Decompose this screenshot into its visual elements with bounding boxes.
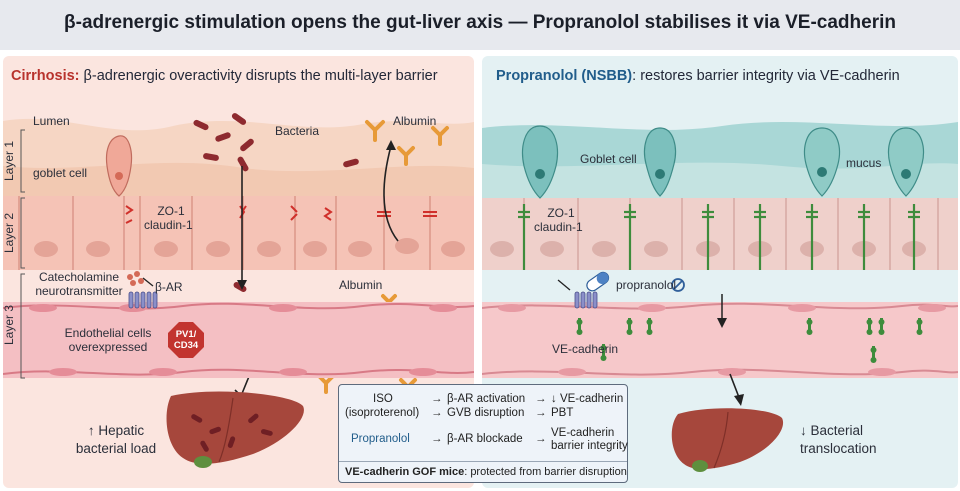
blocked-icon [671, 278, 685, 292]
prop-beta-ar-blockade: β-AR blockade [447, 433, 523, 445]
cirrhosis-illustration [3, 113, 474, 468]
iso-pbt: PBT [551, 407, 574, 419]
ve-cadherin-label: VE-cadherin [552, 342, 619, 356]
prop-barrier-integrity: barrier integrity [551, 440, 628, 452]
cirrhosis-heading-bold: Cirrhosis: [11, 68, 80, 84]
endothelial-label-1: Endothelial cells [64, 326, 152, 340]
pv1-cd34-label: PV1/CD34 [168, 322, 204, 358]
iso-ve-cadherin-down: ↓ VE-cadherin [551, 393, 624, 405]
cirrhosis-heading-rest: β-adrenergic overactivity disrupts the m… [79, 68, 438, 84]
propranolol-heading-bold: Propranolol (NSBB) [496, 68, 633, 84]
gallbladder [692, 460, 708, 472]
cd34-label: CD34 [173, 340, 199, 351]
beta-ar-receptor [128, 291, 158, 309]
diagram-title: β-adrenergic stimulation opens the gut-l… [64, 12, 896, 33]
epithelial-row [3, 196, 474, 270]
liver [166, 391, 304, 464]
beta-ar-label: β-AR [155, 280, 183, 294]
goblet-label: Goblet cell [580, 152, 637, 166]
iso-gvb-disruption: GVB disruption [447, 407, 525, 419]
catecholamine-label-1: Catecholamine [38, 270, 120, 284]
liver-lobe-line [218, 397, 234, 463]
catecholamine-label-2: neurotransmitter [35, 284, 123, 298]
cirrhosis-panel: Cirrhosis: β-adrenergic overactivity dis… [3, 56, 474, 488]
prop-arrow-1: → [431, 433, 443, 445]
cirrhosis-heading: Cirrhosis: β-adrenergic overactivity dis… [11, 68, 438, 84]
ve-cadherin-junctions [576, 318, 923, 363]
propranolol-heading-rest: : restores barrier integrity via VE-cadh… [632, 68, 900, 84]
layer-brackets [20, 129, 25, 379]
goblet-cells [521, 125, 925, 199]
prop-ve-cadherin: VE-cadherin [551, 427, 615, 439]
iso-arrow-2: → [535, 393, 547, 405]
claudin-label: claudin-1 [534, 220, 583, 234]
legend-divider [339, 461, 627, 462]
propranolol-panel: Propranolol (NSBB): restores barrier int… [482, 56, 958, 488]
intact-tight-junctions [518, 204, 920, 270]
hepatic-load-label-2: bacterial load [75, 441, 157, 456]
mucus-inner [482, 162, 958, 198]
propranolol-heading: Propranolol (NSBB): restores barrier int… [496, 68, 900, 84]
albumin-up-head [386, 140, 396, 150]
hepatic-load-label-1: ↑ Hepatic [87, 423, 145, 438]
gof-mice-bold: VE-cadherin GOF mice [345, 466, 465, 478]
bacterial-translocation-label-2: translocation [800, 441, 877, 456]
liver-lobe-line [713, 411, 729, 469]
propranolol-label: propranolol [616, 278, 677, 292]
endothelial-layer [3, 302, 474, 378]
iso-arrow-4: → [535, 407, 547, 419]
catecholamine-arrow [142, 277, 154, 287]
epithelial-row [482, 198, 958, 270]
propranolol-pill-icon [586, 271, 610, 292]
bacteria-label: Bacteria [275, 124, 320, 138]
layer1-label: Layer 1 [3, 140, 17, 182]
to-liver-arrow-head [734, 394, 744, 406]
layer2-label: Layer 2 [3, 212, 17, 254]
iso-beta-ar-activation: β-AR activation [447, 393, 526, 405]
mechanism-summary-box: ISO (isoproterenol) → β-AR activation → … [338, 384, 628, 483]
title-bar [0, 0, 960, 50]
bacterial-translocation-label-1: ↓ Bacterial [800, 423, 864, 438]
mucus-label: mucus [846, 156, 882, 170]
endothelial-label-2: overexpressed [68, 340, 148, 354]
iso-arrow-3: → [431, 407, 443, 419]
gallbladder [194, 456, 212, 468]
liver-bacteria [191, 413, 273, 452]
albumin-up-arrow [383, 145, 399, 242]
goblet-label: goblet cell [33, 166, 88, 180]
lumen-label: Lumen [33, 114, 70, 128]
iso-full-label: (isoproterenol) [345, 407, 420, 419]
pv1-cd34-badge [168, 322, 204, 358]
gof-mice-note: VE-cadherin GOF mice: protected from bar… [345, 466, 627, 479]
iso-label: ISO [373, 393, 393, 405]
prop-arrow-2: → [535, 433, 547, 445]
albumin-mid-label: Albumin [339, 278, 383, 292]
propranolol-arrow [557, 279, 571, 291]
layer3-label: Layer 3 [3, 304, 17, 346]
claudin-label: claudin-1 [144, 218, 193, 232]
propranolol-summary-label: Propranolol [351, 433, 410, 445]
zo1-label: ZO-1 [547, 206, 575, 220]
iso-arrow-1: → [431, 393, 443, 405]
liver [671, 408, 784, 470]
beta-ar-receptor [574, 291, 598, 309]
pv1-label: PV1/ [175, 329, 197, 340]
endothelial-layer [482, 302, 958, 378]
goblet-cell [105, 135, 133, 197]
zo1-label: ZO-1 [157, 204, 185, 218]
albumin-top-label: Albumin [393, 114, 437, 128]
goblet-nucleus [115, 172, 123, 180]
catecholamine-dots [127, 271, 144, 286]
propranolol-illustration [482, 122, 958, 472]
bacteria-arrow-head [237, 280, 247, 290]
blocked-arrow-head [717, 318, 727, 328]
gof-mice-rest: : protected from barrier disruption [464, 466, 627, 478]
